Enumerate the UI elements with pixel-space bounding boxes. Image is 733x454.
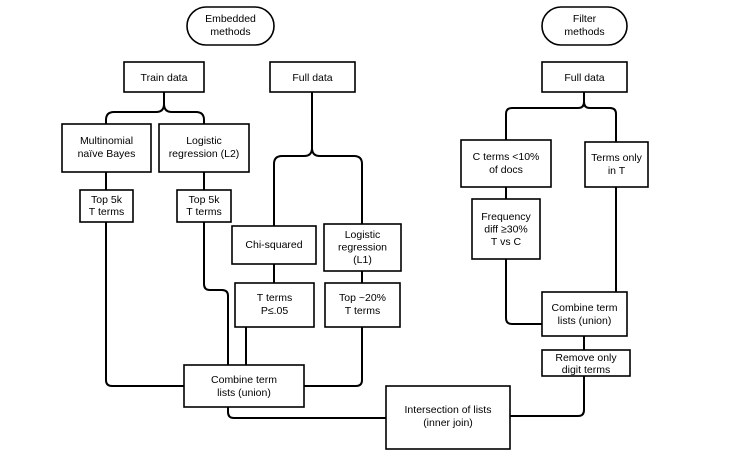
edge-train-to-models xyxy=(105,91,205,125)
remove-digit-shape xyxy=(541,349,631,377)
c-terms-node: C terms <10%of docs xyxy=(460,139,552,188)
terms-only-t-shape xyxy=(584,141,649,188)
embedded-methods-shape xyxy=(186,6,275,46)
c-terms-shape xyxy=(460,139,552,188)
edge-remove-to-intersection xyxy=(477,375,585,417)
combine-embedded-shape xyxy=(183,364,305,408)
top20-l1-shape xyxy=(324,282,401,328)
train-data-node: Train data xyxy=(123,61,205,93)
top5k-l2-shape xyxy=(176,189,232,223)
logistic-l1-shape xyxy=(323,223,402,272)
t-terms-p05-shape xyxy=(234,282,315,328)
combine-filter-shape xyxy=(541,291,628,337)
chi-squared-node: Chi-squared xyxy=(231,225,317,265)
full-data-filter-text: Full data xyxy=(564,72,604,84)
filter-methods-shape xyxy=(541,6,628,46)
edge-nb-top5k-to-combine xyxy=(105,221,185,387)
full-data-embedded-shape xyxy=(269,61,356,93)
top20-l1-text: Top ~20%T terms xyxy=(339,292,386,317)
multinomial-nb-shape xyxy=(61,123,152,173)
full-data-filter-node: Full data xyxy=(541,61,628,93)
frequency-diff-shape xyxy=(471,198,541,260)
c-terms-text: C terms <10%of docs xyxy=(473,151,540,176)
edge-freq-to-combine xyxy=(505,258,543,325)
full-data-filter-shape xyxy=(541,61,628,93)
intersection-shape xyxy=(385,385,511,450)
edges xyxy=(105,91,617,419)
chi-squared-shape xyxy=(231,225,317,265)
top20-l1-node: Top ~20%T terms xyxy=(324,282,401,328)
intersection-text: Intersection of lists(inner join) xyxy=(405,404,492,429)
full-data-embedded-text: Full data xyxy=(292,72,332,84)
full-data-embedded-node: Full data xyxy=(269,61,356,93)
edge-full-to-branches xyxy=(273,91,363,227)
top5k-nb-shape xyxy=(79,189,134,223)
intersection-node: Intersection of lists(inner join) xyxy=(385,385,511,450)
edge-top20-to-combine xyxy=(303,326,363,387)
chi-squared-text: Chi-squared xyxy=(245,239,302,251)
train-data-text: Train data xyxy=(141,72,188,84)
edge-combine-to-intersection xyxy=(227,406,387,419)
logistic-l2-shape xyxy=(158,123,250,173)
train-data-shape xyxy=(123,61,205,93)
edge-filter-full-to-branches xyxy=(505,91,617,143)
edge-l2-top5k-to-combine xyxy=(203,221,229,366)
